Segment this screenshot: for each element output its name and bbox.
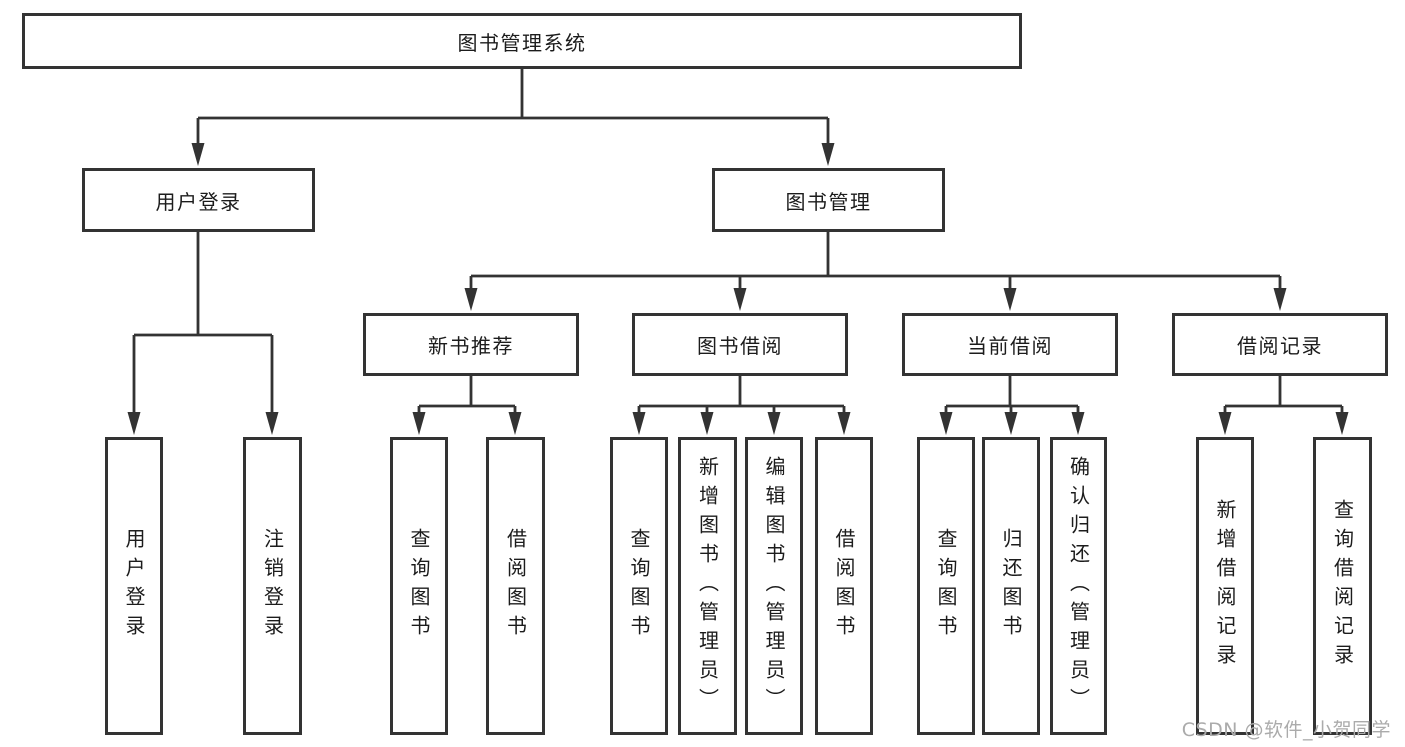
node-label: 归还图书 xyxy=(999,528,1023,644)
node-label: 查询图书 xyxy=(407,528,431,644)
node-label: 查询图书 xyxy=(627,528,651,644)
node-leaf-user-login: 用户登录 xyxy=(105,437,163,735)
node-leaf-query-books-3: 查询图书 xyxy=(917,437,975,735)
node-leaf-return-books: 归还图书 xyxy=(982,437,1040,735)
node-leaf-logout: 注销登录 xyxy=(243,437,302,735)
node-current-borrowing: 当前借阅 xyxy=(902,313,1118,376)
node-label: 新增借阅记录 xyxy=(1213,499,1237,673)
node-label: 图书管理 xyxy=(785,189,872,214)
node-label: 新增图书（管理员） xyxy=(695,455,720,717)
node-label: 图书借阅 xyxy=(697,334,783,358)
node-leaf-query-borrow-record: 查询借阅记录 xyxy=(1313,437,1372,735)
node-book-borrowing: 图书借阅 xyxy=(632,313,848,376)
node-label: 借阅图书 xyxy=(832,528,856,644)
arrowheads xyxy=(127,143,1349,435)
node-leaf-edit-books-admin: 编辑图书（管理员） xyxy=(745,437,803,735)
node-borrowing-records: 借阅记录 xyxy=(1172,313,1388,376)
node-leaf-query-books-2: 查询图书 xyxy=(610,437,668,735)
node-label: 用户登录 xyxy=(155,189,242,214)
node-leaf-borrow-books-1: 借阅图书 xyxy=(486,437,545,735)
node-leaf-confirm-return-admin: 确认归还（管理员） xyxy=(1050,437,1107,735)
node-label: 用户登录 xyxy=(122,528,146,644)
node-user-login-branch: 用户登录 xyxy=(82,168,315,232)
node-library-management-system: 图书管理系统 xyxy=(22,13,1022,69)
node-leaf-add-books-admin: 新增图书（管理员） xyxy=(678,437,737,735)
node-label: 当前借阅 xyxy=(967,334,1053,358)
node-label: 查询借阅记录 xyxy=(1330,499,1355,673)
node-new-book-recommendation: 新书推荐 xyxy=(363,313,579,376)
node-label: 确认归还（管理员） xyxy=(1066,455,1091,717)
node-label: 查询图书 xyxy=(934,528,958,644)
node-label: 图书管理系统 xyxy=(457,30,587,55)
node-book-management-branch: 图书管理 xyxy=(712,168,945,232)
node-label: 编辑图书（管理员） xyxy=(762,455,786,717)
node-label: 借阅图书 xyxy=(503,528,528,644)
node-label: 新书推荐 xyxy=(428,334,514,358)
node-label: 借阅记录 xyxy=(1237,334,1323,358)
node-label: 注销登录 xyxy=(260,528,285,644)
csdn-watermark: CSDN @软件_小贺同学 xyxy=(1181,719,1391,741)
node-leaf-borrow-books-2: 借阅图书 xyxy=(815,437,873,735)
node-leaf-query-books-1: 查询图书 xyxy=(390,437,448,735)
node-leaf-add-borrow-record: 新增借阅记录 xyxy=(1196,437,1254,735)
